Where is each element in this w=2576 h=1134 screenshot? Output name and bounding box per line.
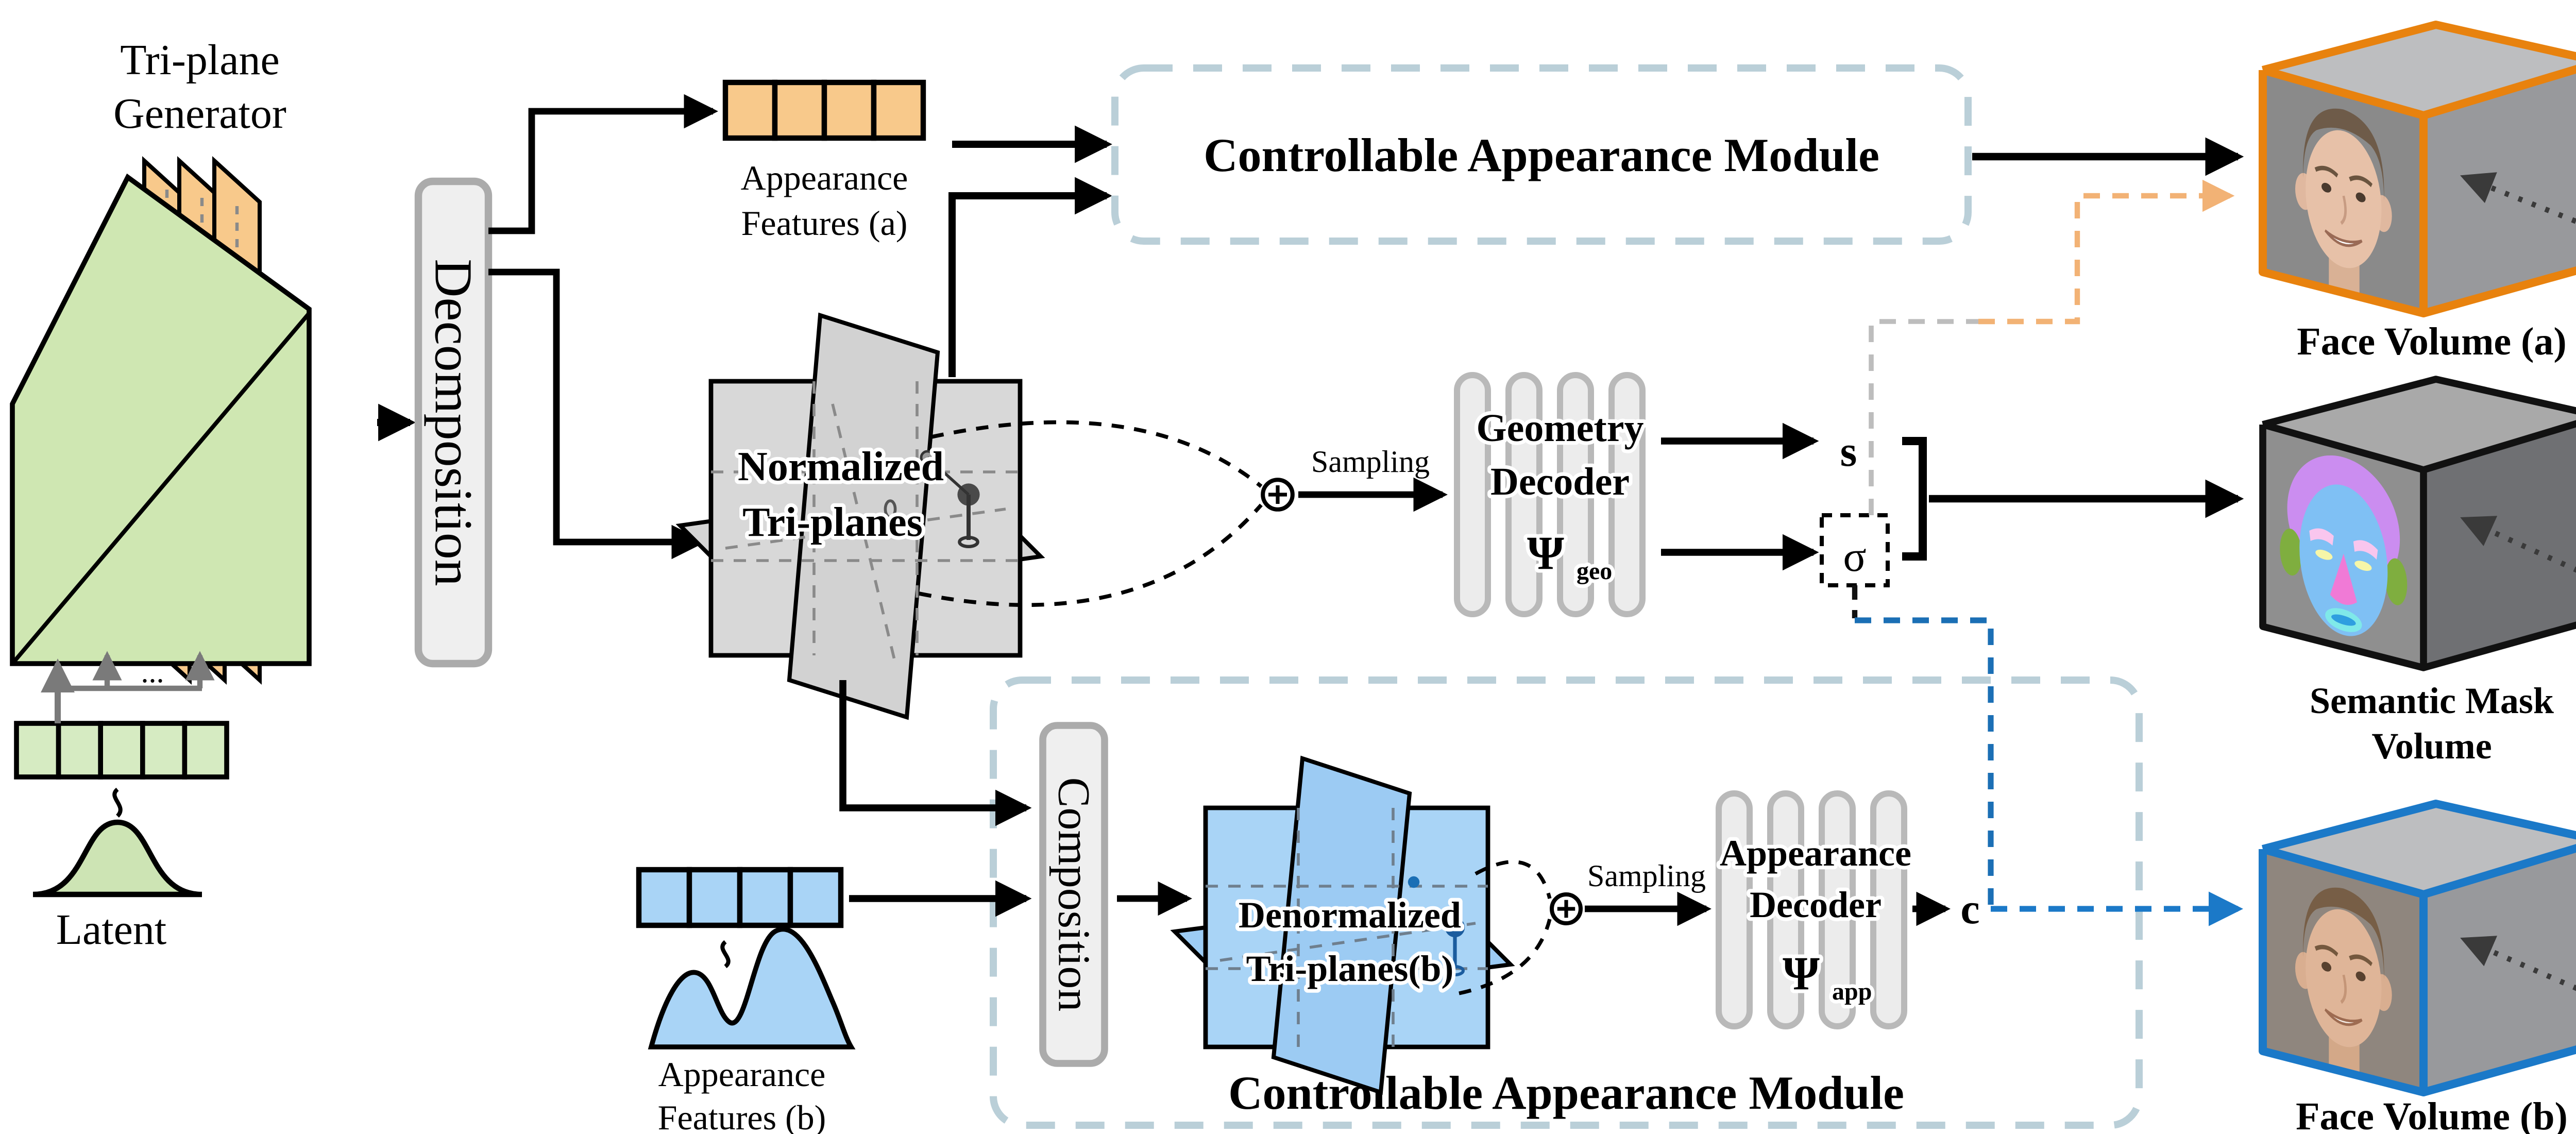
- decomposition-branch-triplanes: [488, 268, 706, 560]
- s-sigma-bracket: [1902, 437, 1927, 561]
- decomposition-branch-appearance: [488, 94, 718, 234]
- composition-box: Composition: [1039, 722, 1108, 1067]
- normalized-triplanes: Normalized Tri-planes: [675, 312, 1045, 720]
- generator-title-line2: Generator: [113, 90, 286, 138]
- face-volume-b-label: Face Volume (b): [2296, 1095, 2568, 1134]
- appearance-b-vector: [636, 867, 844, 928]
- latent-gaussian: [32, 819, 202, 898]
- normalized-label1: Normalized: [738, 444, 944, 489]
- face-a-edges: [2259, 21, 2576, 317]
- semantic-volume-label2: Volume: [2371, 725, 2492, 767]
- geometry-decoder-psi-sub: geo: [1577, 557, 1612, 585]
- triplane-grid: [711, 381, 1020, 660]
- semantic-output-s: s: [1840, 428, 1857, 476]
- face-a-right-face: [2424, 69, 2576, 313]
- face-volume-b: [2259, 800, 2576, 1096]
- face-b-right-face: [2424, 848, 2576, 1092]
- sampling-lens-top: [919, 420, 1263, 607]
- geometry-decoder: Geometry Decoder Ψ geo: [1454, 372, 1648, 617]
- face-b-edges: [2259, 800, 2576, 1096]
- sampling-points: [884, 450, 980, 548]
- module-top-title: Controllable Appearance Module: [1204, 129, 1879, 181]
- face-volume-a: [2259, 21, 2576, 317]
- generator-body: [10, 173, 312, 666]
- appearance-features-a: Appearance Features (a): [722, 79, 926, 243]
- semantic-right-face: [2424, 424, 2576, 668]
- camera-view-a: [2460, 172, 2576, 225]
- latent-dots: ...: [141, 655, 164, 689]
- sampling-lens-bottom: [1459, 860, 1552, 995]
- triplane-b-grid: [1206, 808, 1488, 1047]
- latent-vector: [14, 721, 229, 780]
- geometry-decoder-label2: Decoder: [1490, 460, 1630, 503]
- sigma-route-orange-to-face-a: [1978, 179, 2235, 325]
- appearance-b-distribution: [648, 926, 856, 1050]
- semantic-volume-label1: Semantic Mask: [2310, 680, 2554, 721]
- decomposition-box: Decomposition: [414, 177, 493, 668]
- appearance-b-label2: Features (b): [658, 1098, 826, 1134]
- sigma-route-gray: [1869, 319, 1978, 515]
- color-output-c: c: [1960, 885, 1979, 933]
- appearance-decoder-layers: [1716, 790, 1907, 1029]
- semantic-mask-volume: [2259, 376, 2576, 671]
- plus-node-top: [1261, 478, 1295, 512]
- face-volume-a-label: Face Volume (a): [2297, 320, 2566, 363]
- appearance-a-label2: Features (a): [741, 204, 908, 243]
- sigma-output: σ: [1820, 513, 1890, 587]
- normalized-label2: Tri-planes: [742, 500, 923, 545]
- appearance-a-vector: [722, 79, 926, 141]
- triplanes-to-module-arrow: [948, 177, 1112, 377]
- latent-label: Latent: [56, 906, 167, 954]
- controllable-appearance-module-top: Controllable Appearance Module: [1111, 64, 1972, 245]
- appearance-decoder-psi-sub: app: [1832, 978, 1872, 1005]
- denormalized-label1: Denormalized: [1239, 894, 1461, 936]
- sigma-route-blue: [1855, 617, 1994, 909]
- appearance-decoder-psi: Ψ: [1783, 947, 1820, 1000]
- denormalized-label2: Tri-planes(b): [1246, 948, 1454, 989]
- latent-group: Latent ...: [14, 651, 229, 954]
- sampling-label-top: Sampling: [1311, 445, 1430, 479]
- denormalized-triplanes-b: Denormalized Tri-planes(b): [1170, 755, 1515, 1095]
- semantic-front-face: [2263, 425, 2424, 668]
- triplanes-to-composition-arrow: [839, 680, 1032, 826]
- sampling-points-b: [1408, 876, 1465, 976]
- appearance-decoder: Appearance Decoder Ψ app: [1716, 790, 1915, 1029]
- triplane-vertical-plane: [787, 312, 940, 720]
- sampling-label-bottom: Sampling: [1587, 859, 1706, 893]
- semantic-edges: [2259, 376, 2576, 671]
- appearance-features-b: Appearance Features (b): [636, 867, 856, 1134]
- composition-label: Composition: [1049, 777, 1099, 1012]
- plus-node-bottom: [1550, 892, 1583, 925]
- appearance-decoder-label2: Decoder: [1750, 884, 1882, 925]
- decomposition-label: Decomposition: [424, 259, 483, 586]
- geometry-decoder-psi: Ψ: [1527, 527, 1564, 579]
- latent-tilde: [112, 787, 123, 818]
- geometry-decoder-label1: Geometry: [1477, 407, 1644, 450]
- latent-to-generator-arrows: [41, 651, 215, 723]
- sigma-symbol: σ: [1843, 533, 1866, 581]
- triplane-b-vertical-plane: [1271, 755, 1412, 1095]
- appearance-a-label1: Appearance: [741, 158, 908, 197]
- geometry-decoder-layers: [1454, 372, 1646, 617]
- appearance-decoder-label1: Appearance: [1720, 833, 1911, 874]
- camera-view-b: [2460, 936, 2576, 991]
- appearance-b-label1: Appearance: [658, 1055, 826, 1094]
- tri-plane-generator: Tri-plane Generator: [10, 36, 312, 685]
- appearance-b-tilde: [720, 940, 731, 969]
- generator-title-line1: Tri-plane: [120, 36, 280, 84]
